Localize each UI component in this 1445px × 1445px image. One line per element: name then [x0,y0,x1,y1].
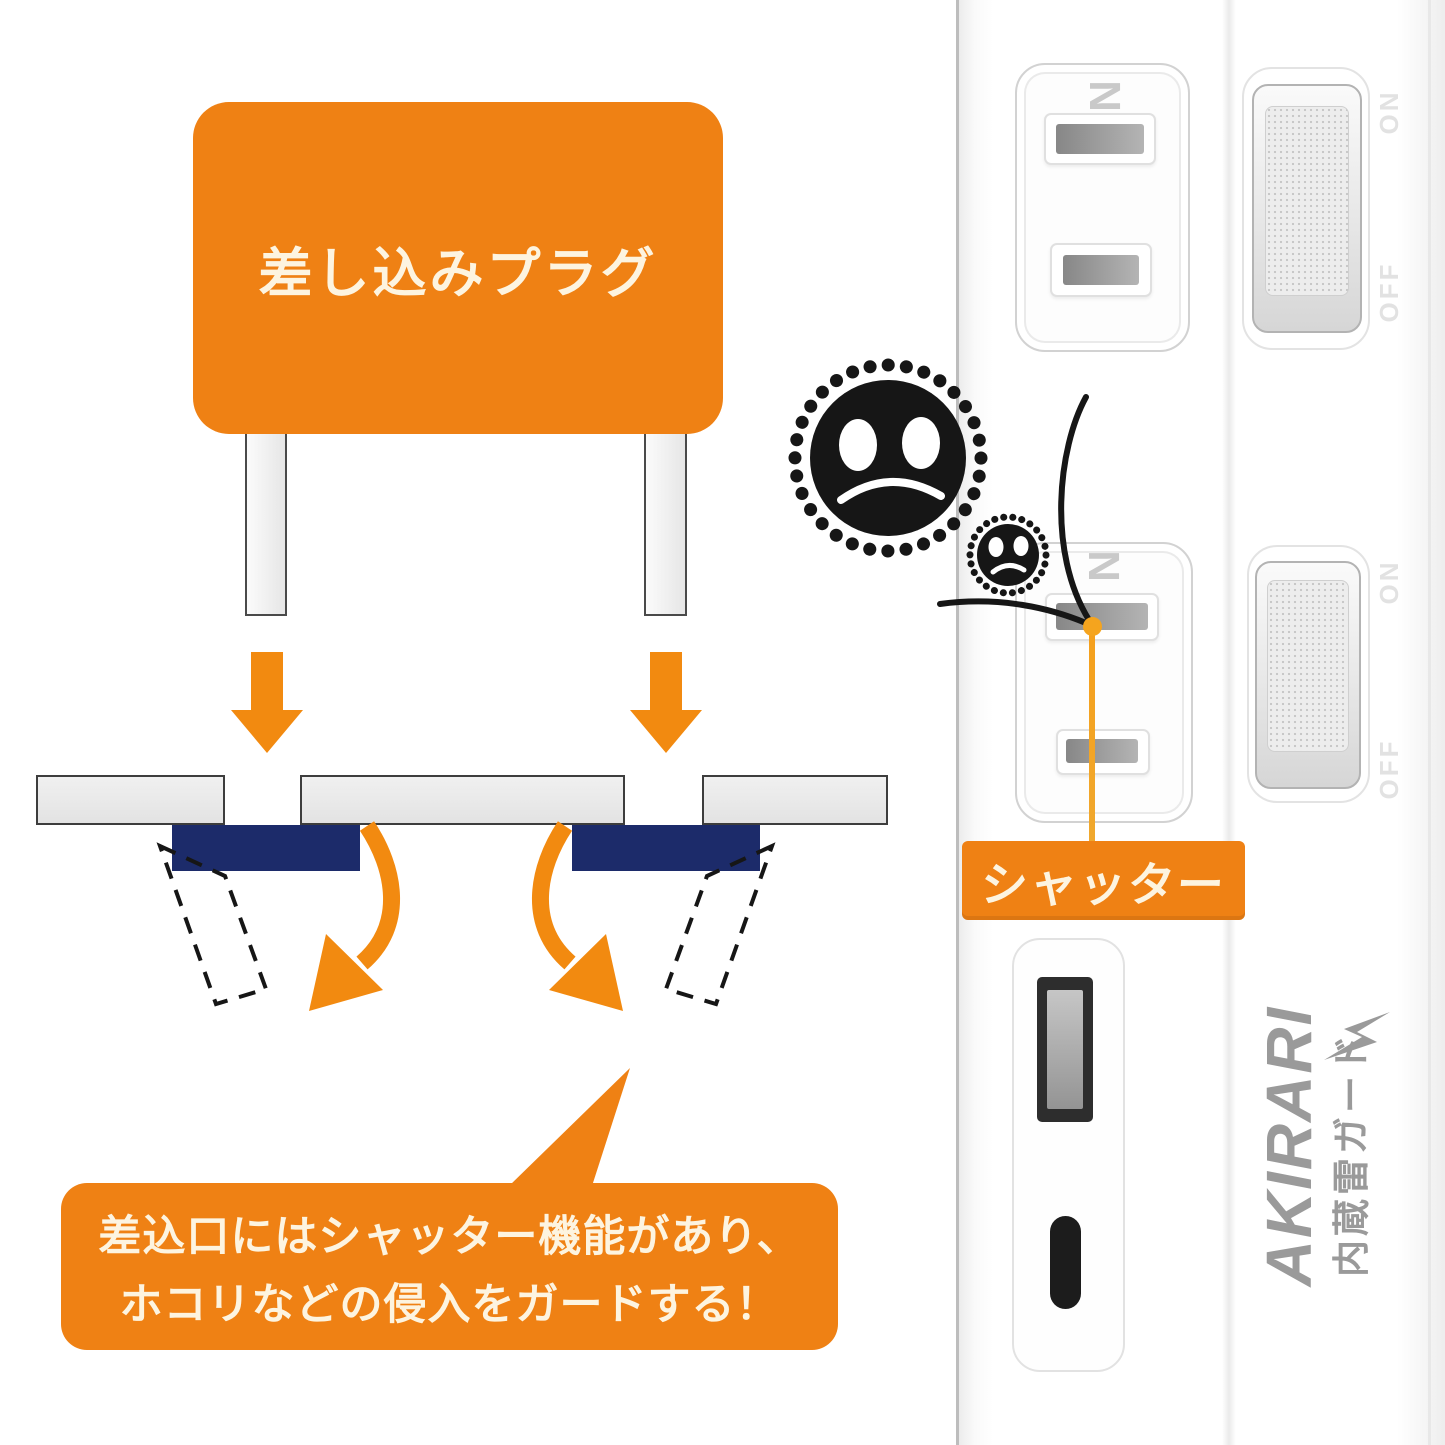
strip-edge-seam [1428,0,1431,1445]
shutter-pointer-line [1089,630,1095,843]
dust-germ-face-icon-large [788,358,988,558]
blocked-point-dot [1083,617,1102,636]
bubble-tail [509,1068,630,1186]
rotate-arrow-right-head [549,934,623,1011]
shutter-callout-text: シャッター [978,858,1228,911]
switch-2-recess [1247,545,1370,803]
shutter-closed-right [572,825,760,871]
switch-2-off-label: OFF [1374,738,1404,800]
bubble-text-line1: 差込口にはシャッター機能があり、 [98,1212,801,1261]
outlet-1-slot-top-opening [1056,124,1144,154]
switch-2-texture [1267,580,1349,752]
outlet-socket-2 [1015,542,1193,823]
switch-2-on-label: ON [1374,559,1404,605]
switch-1-on-label: ON [1374,89,1404,135]
plug-label-box: 差し込みプラグ [193,102,723,434]
dust-body [810,380,966,536]
rotate-arrow-left-icon [356,821,401,970]
insert-arrow-left-icon [231,652,303,753]
outlet-2-n-marking: N [1079,550,1128,582]
dust-eye-right [902,417,940,469]
brand-name: AKIRARI [1253,1005,1325,1287]
dust-frown-mouth [837,477,945,504]
outlet-2-slot-top-opening [1056,603,1148,630]
outlet-plate-left [36,775,225,825]
rotate-arrow-right-icon [531,821,576,970]
plug-prong-right [644,430,687,616]
outlet-plate-middle [300,775,625,825]
explanation-bubble: 差込口にはシャッター機能があり、 ホコリなどの侵入をガードする！ [61,1183,838,1350]
switch-1-off-label: OFF [1374,261,1404,323]
switch-1-texture [1265,106,1349,296]
shutter-closed-left [172,825,360,871]
outlet-plate-right [702,775,888,825]
insert-arrow-right-icon [630,652,702,753]
plug-label-text: 差し込みプラグ [258,243,658,304]
dust-eye-left [839,419,877,471]
outlet-1-slot-bottom-opening [1063,255,1139,285]
plug-prong-left [245,430,287,616]
switch-1-recess [1242,67,1370,350]
outlet-2-slot-bottom-opening [1066,739,1138,763]
brand-tagline: 内蔵雷ガード [1331,1031,1372,1277]
outlet-socket-1 [1015,63,1190,352]
rotate-arrow-left-head [309,934,383,1011]
usb-a-port-tongue [1047,990,1083,1109]
dust-spike-ring [788,358,988,558]
shutter-callout-label: シャッター [962,841,1245,920]
usb-c-port [1050,1216,1081,1309]
bubble-text-line2: ホコリなどの侵入をガードする！ [119,1280,780,1329]
strip-seam [1222,0,1236,1445]
